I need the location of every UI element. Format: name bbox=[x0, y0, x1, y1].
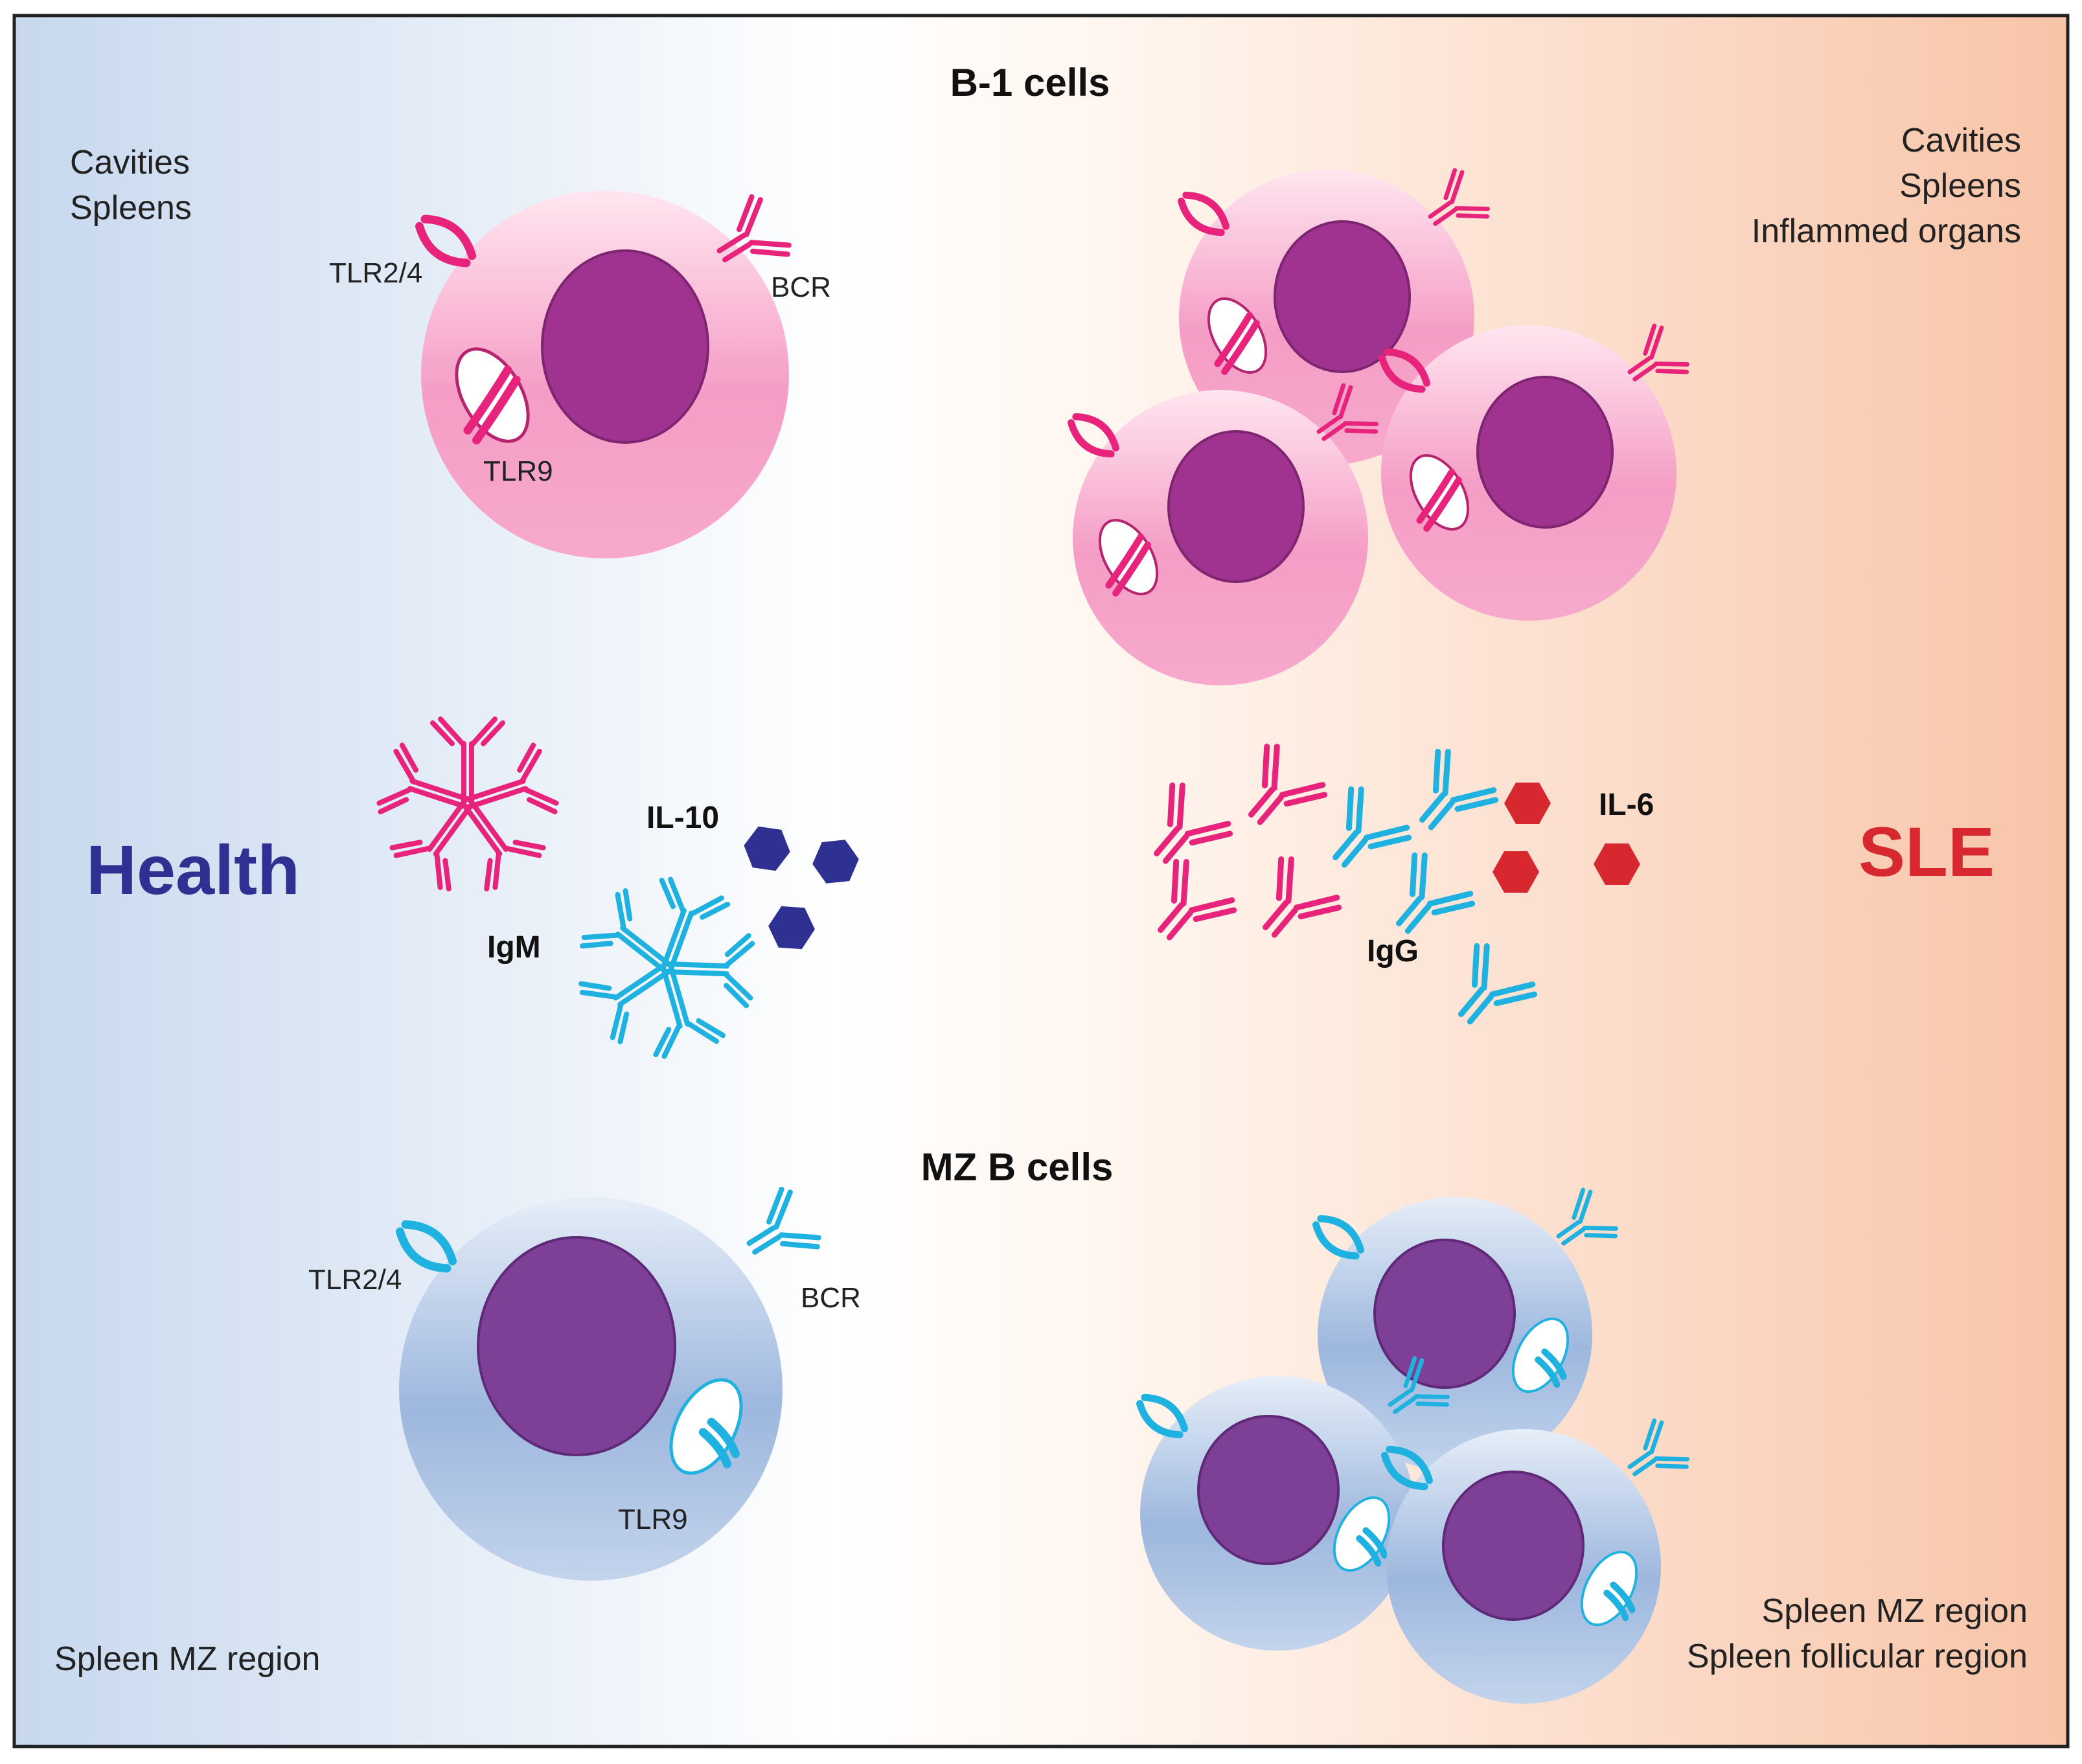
health-label: Health bbox=[86, 830, 300, 909]
b1-health-location-1: Cavities bbox=[70, 144, 190, 181]
sle-label: SLE bbox=[1859, 812, 1995, 891]
tlr9-label-b1: TLR9 bbox=[483, 455, 553, 487]
background-panel bbox=[12, 14, 2070, 1748]
mz-sle-location-1: Spleen MZ region bbox=[1762, 1592, 2028, 1630]
b1-cell-sle-front bbox=[1066, 383, 1380, 685]
mz-health-location-1: Spleen MZ region bbox=[54, 1640, 320, 1678]
mz-b-cell-health bbox=[393, 1186, 822, 1581]
nucleus bbox=[541, 249, 709, 444]
b1-cell-sle-right bbox=[1377, 323, 1691, 621]
b1-cell-sle-back bbox=[1176, 168, 1491, 465]
b1-sle-location-1: Cavities bbox=[1901, 122, 2021, 159]
b1-cell-health bbox=[413, 190, 792, 558]
igm-label: IgM bbox=[487, 930, 541, 965]
b1-sle-location-2: Spleens bbox=[1899, 167, 2021, 205]
b1-sle-location-3: Inflammed organs bbox=[1752, 212, 2021, 250]
mz-sle-location-2: Spleen follicular region bbox=[1687, 1638, 2028, 1675]
b1-health-location-2: Spleens bbox=[70, 189, 192, 227]
tlr24-label-b1: TLR2/4 bbox=[329, 257, 422, 289]
il10-label: IL-10 bbox=[646, 801, 719, 835]
il6-label: IL-6 bbox=[1599, 788, 1654, 822]
mz-b-cell-sle-left bbox=[1134, 1356, 1451, 1651]
mz-b-cell-sle-back bbox=[1310, 1187, 1619, 1472]
nucleus bbox=[477, 1236, 676, 1456]
tlr24-label-mz: TLR2/4 bbox=[308, 1264, 402, 1296]
tlr9-label-mz: TLR9 bbox=[618, 1504, 688, 1535]
bcr-label-mz: BCR bbox=[801, 1282, 861, 1314]
mz-b-cells-title: MZ B cells bbox=[921, 1145, 1114, 1189]
bcr-label-b1: BCR bbox=[771, 271, 831, 303]
mz-b-cell-sle-right bbox=[1379, 1418, 1691, 1704]
igg-label: IgG bbox=[1367, 934, 1419, 968]
b1-cells-title: B-1 cells bbox=[950, 61, 1110, 104]
